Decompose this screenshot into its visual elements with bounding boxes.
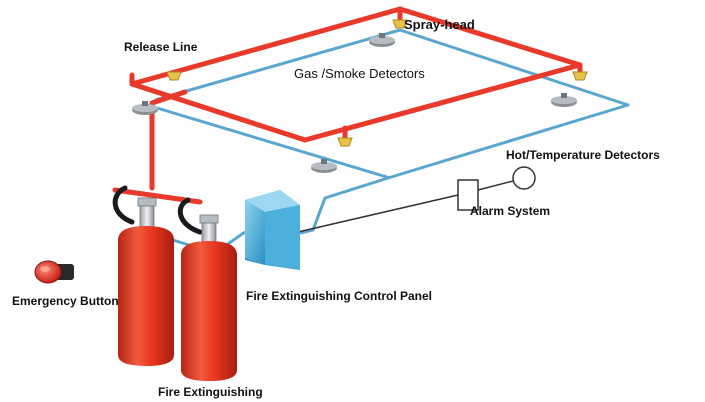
- hose: [112, 185, 203, 235]
- detector-line-blue: [146, 28, 630, 255]
- temperature-detector-icon: [512, 166, 536, 190]
- spray-head-icon: [392, 19, 408, 29]
- alarm-system-label: Alarm System: [470, 204, 551, 218]
- release-line-label: Release Line: [124, 40, 198, 54]
- cylinder-valve-icon: [137, 197, 157, 228]
- fire-extinguishing-cylinder: [181, 241, 237, 381]
- smoke-detector-icon: [369, 33, 395, 47]
- control-panel: [245, 190, 300, 270]
- spray-head-icon: [166, 71, 182, 81]
- release-line: [112, 6, 583, 205]
- spray-head-label: Spray-head: [404, 17, 475, 32]
- cylinder-valve-icon: [199, 214, 219, 243]
- alarm-wire: [297, 180, 514, 233]
- hot-temperature-detectors-label: Hot/Temperature Detectors: [506, 148, 660, 162]
- control-panel-label: Fire Extinguishing Control Panel: [246, 289, 433, 303]
- gas-smoke-detectors-label: Gas /Smoke Detectors: [294, 66, 425, 81]
- smoke-detector-icon: [311, 159, 337, 173]
- spray-head-icon: [572, 71, 588, 81]
- emergency-button-icon[interactable]: [34, 260, 74, 284]
- alarm-system-box: [457, 179, 479, 211]
- detector-line: [146, 27, 631, 256]
- emergency-button-label: Emergency Button: [12, 294, 119, 308]
- fire-extinguishing-cylinder: [118, 226, 174, 366]
- smoke-detector-icon: [132, 101, 158, 115]
- fire-extinguishing-label: Fire Extinguishing: [158, 385, 263, 399]
- spray-head-icon: [337, 137, 353, 147]
- smoke-detector-icon: [551, 93, 577, 107]
